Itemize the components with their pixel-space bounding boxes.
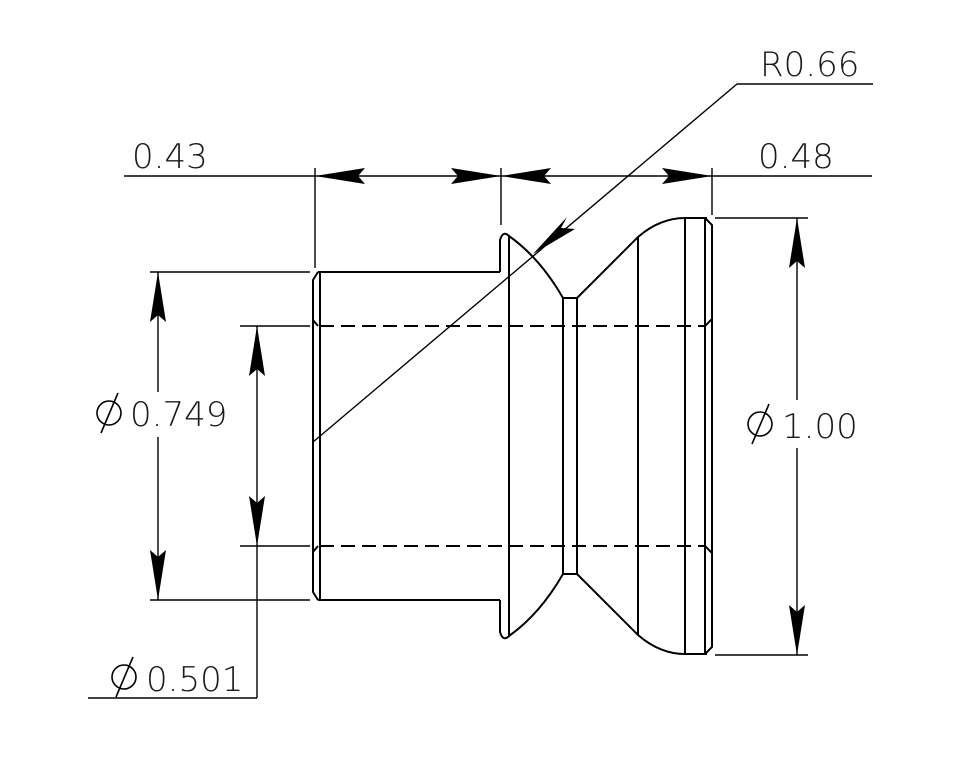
dim-bore-diameter: 0.501 — [146, 660, 243, 700]
radius-leader — [312, 83, 873, 443]
dim-length-left: 0.43 — [132, 137, 208, 177]
dimension-bore-diameter — [88, 325, 310, 699]
dim-hub-diameter: 0.749 — [130, 395, 227, 435]
hidden-bore-lines — [320, 318, 713, 554]
part-outline — [312, 217, 713, 655]
dim-outer-diameter: 1.00 — [782, 407, 858, 447]
dimension-hub-diameter — [150, 271, 310, 601]
dim-length-right: 0.48 — [758, 137, 834, 177]
diameter-symbol-icon — [747, 403, 773, 445]
dimension-lengths — [124, 168, 872, 268]
diameter-symbol-icon — [111, 656, 137, 698]
dim-radius: R0.66 — [760, 45, 859, 85]
diameter-symbol-icon — [96, 392, 122, 434]
dimension-outer-diameter — [715, 217, 808, 656]
